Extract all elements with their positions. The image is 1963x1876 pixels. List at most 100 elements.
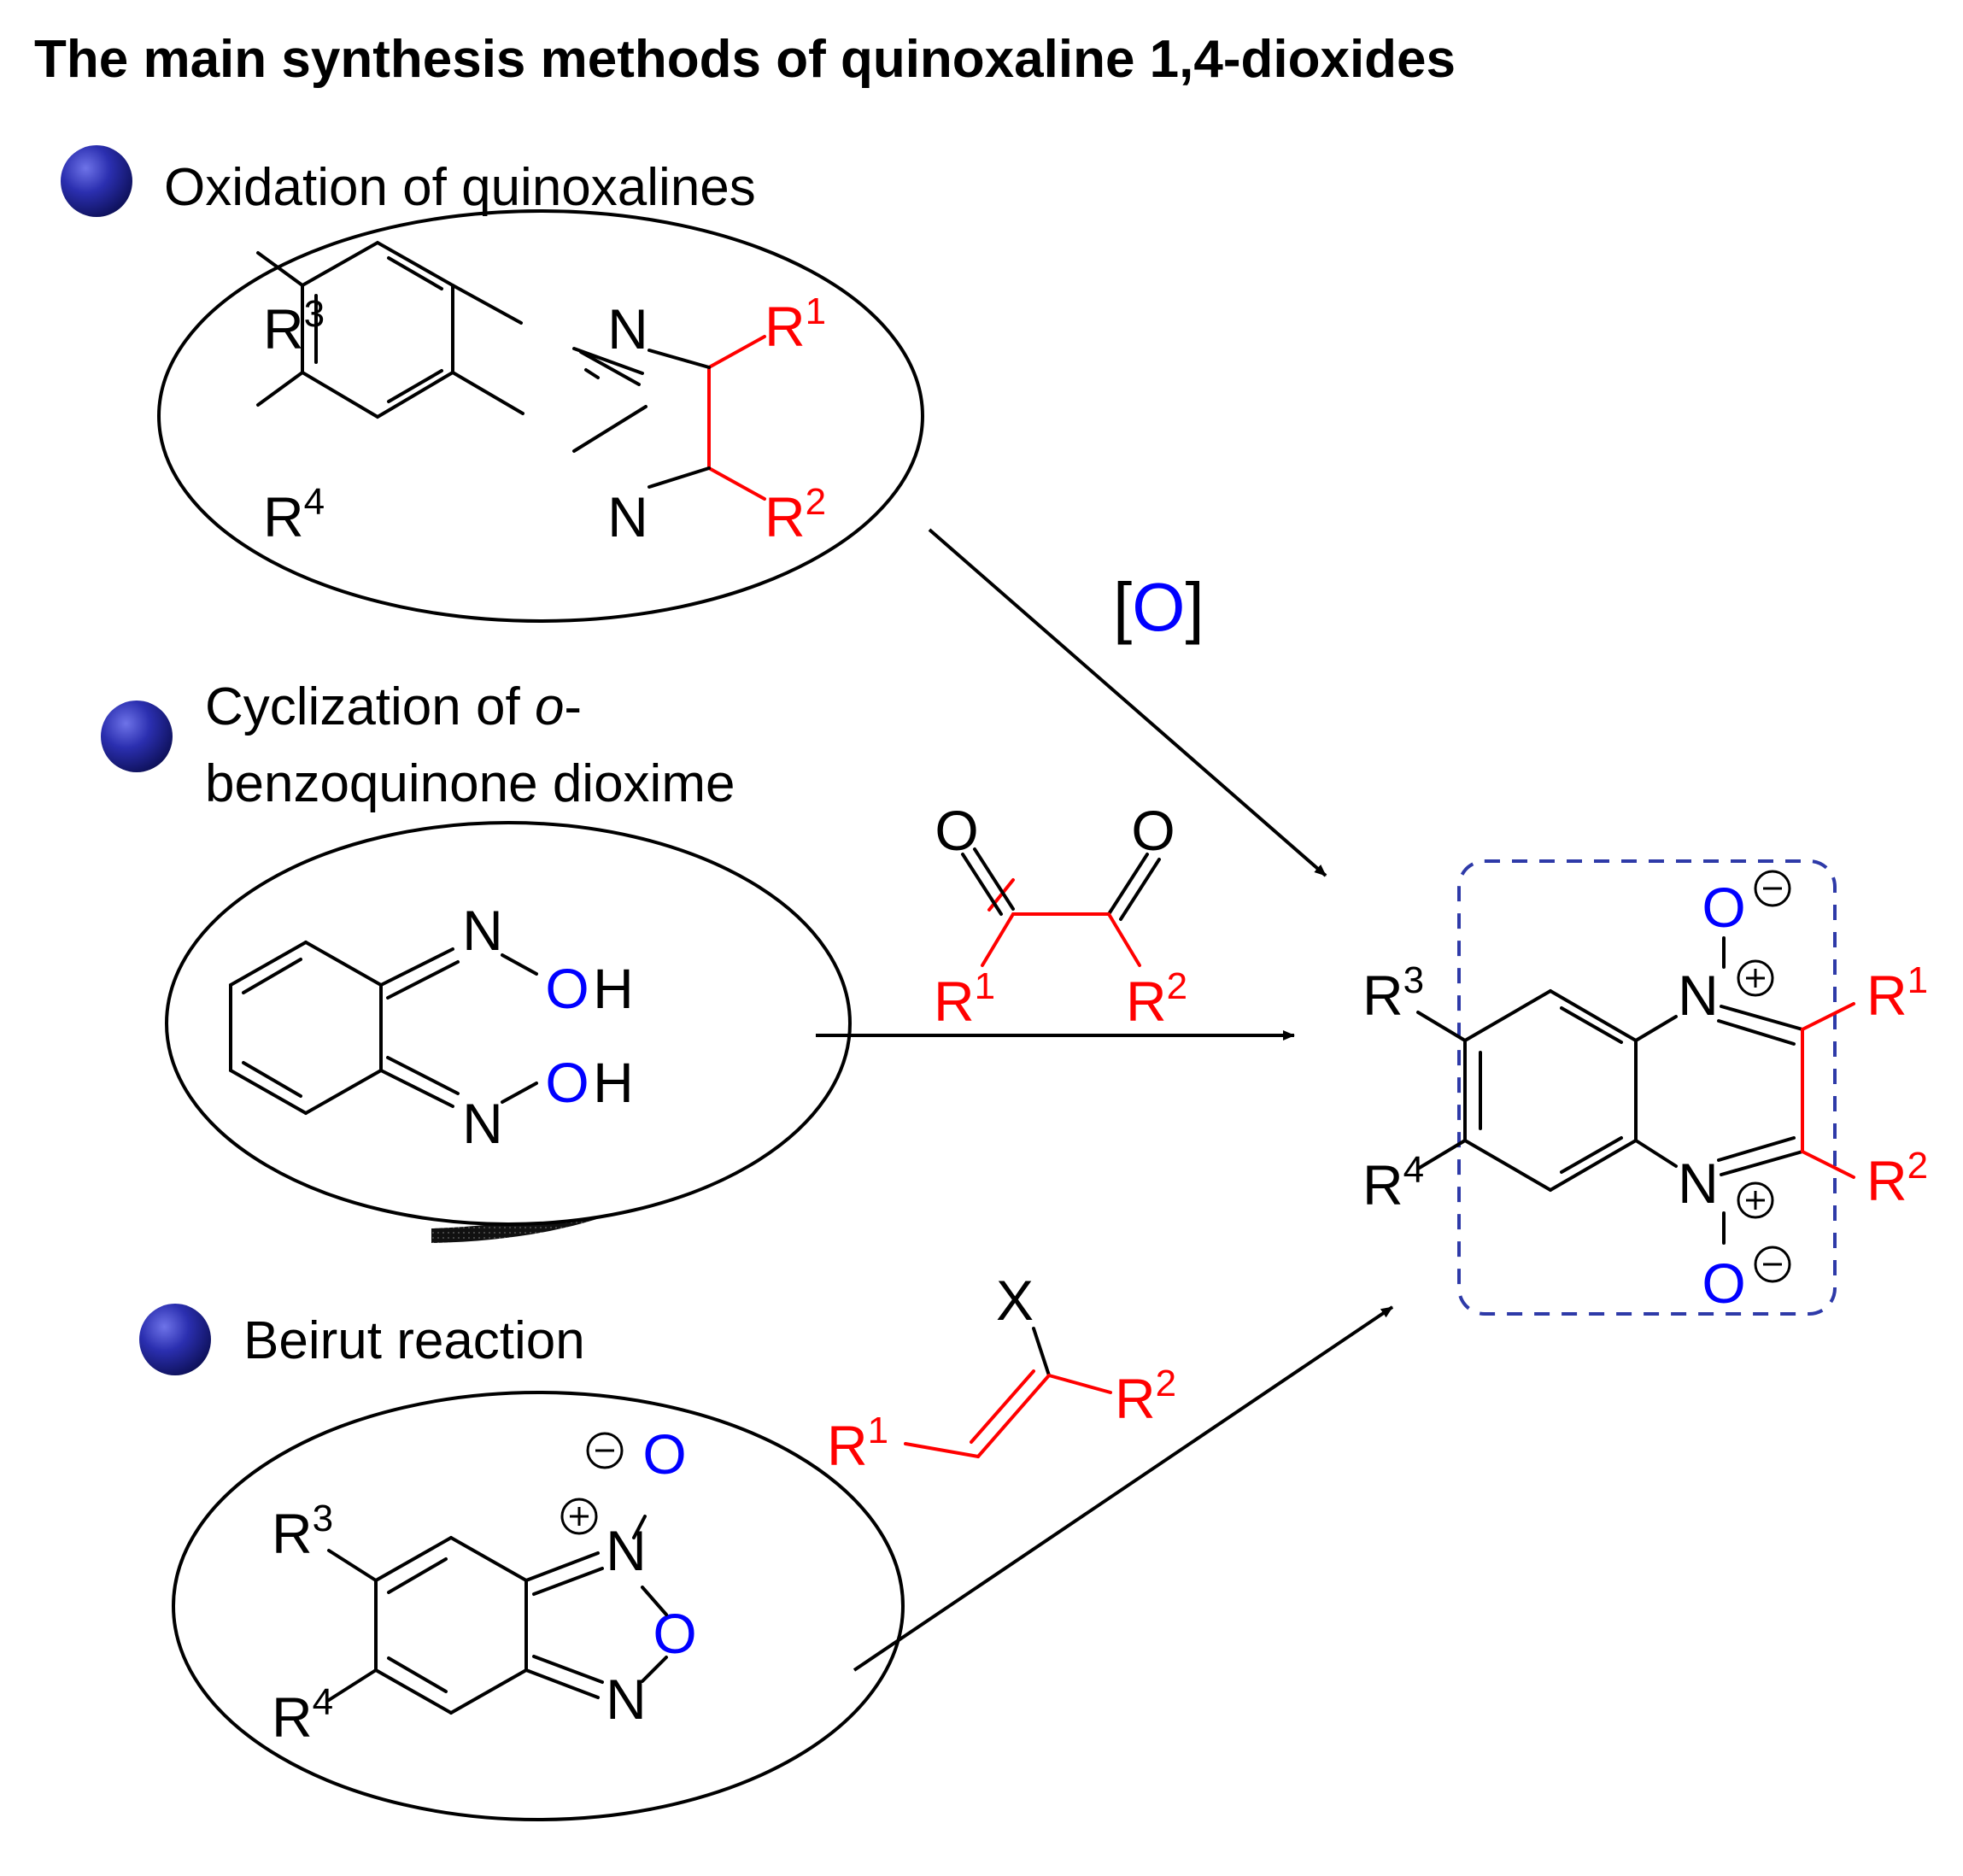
c-r1-bond — [904, 1442, 980, 1458]
bond — [632, 1515, 647, 1539]
nitrogen-label: N — [606, 1668, 647, 1731]
bond-r2 — [707, 466, 766, 501]
bond — [532, 1567, 604, 1596]
bond — [374, 1668, 453, 1715]
bond — [1717, 1136, 1796, 1162]
nitrogen-label: N — [1678, 964, 1719, 1027]
method-cyclization: Cyclization of o- benzoquinone dioxime — [101, 677, 852, 1243]
bond — [327, 1549, 378, 1582]
alkene-bond — [970, 1369, 1035, 1444]
bond — [1634, 1139, 1678, 1168]
bond — [379, 947, 454, 987]
r1-label: R1 — [827, 1410, 888, 1477]
r3-label: R3 — [263, 293, 325, 361]
r2-label: R2 — [1115, 1363, 1176, 1430]
bond — [304, 941, 383, 987]
nitrogen-label: N — [462, 1092, 503, 1155]
oxygen-label: O — [1131, 799, 1175, 862]
highlight-frame — [1457, 859, 1837, 1316]
bullet-icon — [139, 1304, 211, 1375]
bond — [524, 1668, 600, 1699]
c-r2-bond — [1047, 1374, 1112, 1394]
c-o-bond — [961, 853, 1003, 916]
bond — [386, 960, 460, 1000]
nitrogen-label: N — [607, 297, 648, 361]
x-label: X — [996, 1269, 1034, 1332]
r1-label: R1 — [1866, 959, 1928, 1027]
c-x-bond — [1032, 1327, 1051, 1377]
oxygen-label: O — [545, 957, 589, 1020]
bond — [1717, 1019, 1796, 1046]
method-oxidation: Oxidation of quinoxalines — [61, 145, 924, 623]
bond — [1720, 1150, 1804, 1176]
plus-charge-icon — [560, 1498, 598, 1535]
bond-r1 — [1801, 1002, 1855, 1031]
method-cyclization-label-line2: benzoquinone dioxime — [205, 754, 735, 813]
c-o-bond — [1119, 858, 1161, 921]
bond — [386, 1056, 460, 1095]
bond — [242, 958, 302, 994]
bond — [229, 941, 308, 987]
oxygen-label: O — [1702, 1252, 1745, 1315]
bond — [327, 1668, 378, 1702]
bond — [1463, 1139, 1552, 1192]
bond — [304, 1069, 383, 1115]
svg-text:Cyclization of o-: Cyclization of o- — [205, 677, 582, 736]
alkene-bond — [976, 1374, 1051, 1458]
bond — [387, 1656, 448, 1693]
bond — [501, 953, 538, 976]
bond — [1416, 1139, 1467, 1170]
bond — [379, 1069, 454, 1108]
bond — [1634, 1015, 1678, 1042]
r4-label: R4 — [1362, 1149, 1424, 1216]
hydrogen-label: H — [593, 1051, 634, 1114]
bond — [1560, 1136, 1623, 1174]
arrow-beirut — [853, 1305, 1394, 1672]
bond-pad — [584, 368, 600, 379]
bond-r1 — [707, 335, 766, 369]
bond — [1463, 989, 1552, 1042]
quinoxaline-ellipse — [157, 209, 924, 623]
bond — [242, 1061, 302, 1098]
bond — [387, 1557, 448, 1594]
method-beirut: Beirut reaction — [139, 1304, 905, 1821]
bond — [449, 1668, 528, 1715]
minus-charge-icon — [1754, 1246, 1791, 1283]
nitrogen-label: N — [1678, 1152, 1719, 1215]
hydrogen-label: H — [593, 957, 634, 1020]
plus-charge-icon — [1737, 959, 1774, 997]
r4-label: R4 — [272, 1681, 333, 1749]
bond — [449, 1536, 528, 1582]
method-cyclization-label-a: Cyclization of — [205, 677, 535, 736]
r1-label: R1 — [765, 290, 826, 358]
r1-label: R1 — [934, 965, 995, 1033]
bond — [374, 1536, 453, 1582]
r4-label: R4 — [263, 481, 325, 548]
benzofuroxan-ellipse — [172, 1391, 905, 1821]
bond — [532, 1655, 604, 1684]
c-r2-bond — [1107, 912, 1141, 967]
bullet-icon — [61, 145, 132, 217]
oxygen-label: O — [545, 1051, 589, 1114]
r2-label: R2 — [1866, 1145, 1928, 1212]
nitrogen-label: N — [462, 899, 503, 962]
bond-n-c — [647, 349, 711, 369]
minus-charge-icon — [586, 1432, 624, 1469]
bond — [229, 1069, 308, 1115]
bond — [641, 1656, 668, 1683]
nitrogen-label: N — [607, 485, 648, 548]
dioxime-ellipse — [165, 821, 852, 1226]
bond-r2 — [1801, 1150, 1855, 1179]
oxygen-label: O — [653, 1602, 696, 1665]
bond-n-c — [647, 466, 711, 489]
minus-charge-icon — [1754, 870, 1791, 907]
arrow-oxidation — [928, 528, 1327, 877]
bond — [641, 1586, 668, 1616]
oxygen-label: O — [1702, 876, 1745, 939]
bond — [1560, 1006, 1623, 1044]
c-r1-bond — [981, 912, 1015, 967]
r3-label: R3 — [1362, 959, 1424, 1027]
bond — [1549, 989, 1638, 1042]
